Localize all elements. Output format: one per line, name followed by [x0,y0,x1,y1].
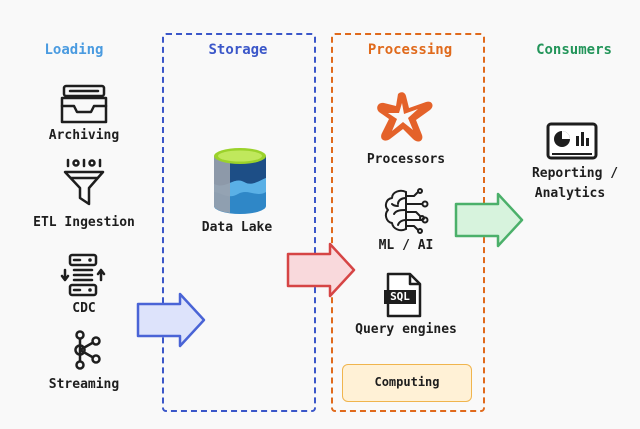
processing-to-consumers-arrow [454,192,524,248]
archive-tray-icon [60,84,108,124]
archiving-label: Archiving [48,128,120,143]
computing-box: Computing [342,364,472,402]
processors-label: Processors [366,152,446,167]
brain-circuit-icon [384,188,429,234]
loading-to-storage-arrow [136,292,206,348]
consumers-heading: Consumers [536,42,612,58]
data-lake-label: Data Lake [201,220,273,235]
cdc-label: CDC [72,301,96,316]
funnel-icon [63,158,105,206]
data-lake-icon [214,148,266,214]
sql-file-icon: SQL [384,272,424,318]
loading-heading: Loading [44,42,104,58]
reporting-label-line1: Reporting / [531,166,619,181]
streaming-label: Streaming [48,377,120,392]
cdc-sync-icon [60,253,106,297]
storage-heading: Storage [208,42,268,58]
computing-label: Computing [374,375,440,389]
dashboard-monitor-icon [546,122,598,160]
spark-star-icon [377,92,433,142]
streaming-icon [74,330,101,370]
etl-ingestion-label: ETL Ingestion [33,215,135,230]
ml-ai-label: ML / AI [378,238,434,253]
storage-to-processing-arrow [286,242,356,298]
storage-box [162,33,316,412]
processing-heading: Processing [367,42,453,58]
sql-badge-text: SQL [390,290,410,303]
query-engines-label: Query engines [355,322,457,337]
reporting-label-line2: Analytics [534,186,606,201]
